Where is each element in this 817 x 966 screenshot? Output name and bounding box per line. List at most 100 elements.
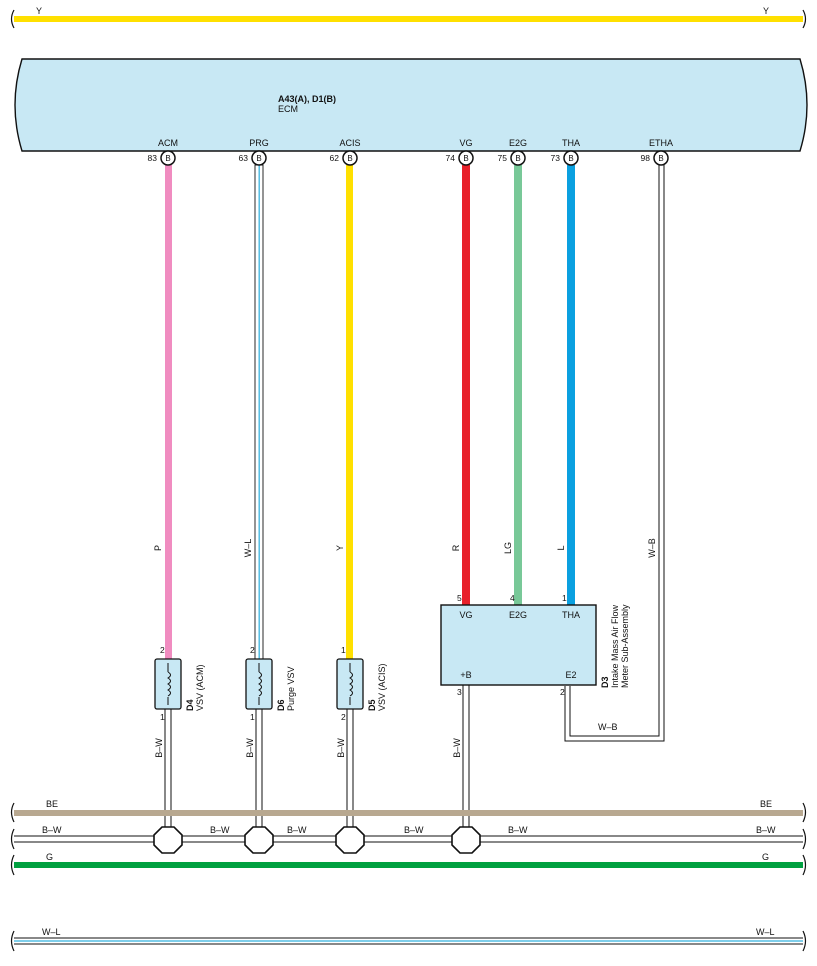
ground-drop-label: B–W [452,738,462,758]
maf-pin-vg: 5 [457,593,462,603]
maf-name-line1: Intake Mass Air Flow [610,604,620,688]
wire-label-r: R [451,544,461,551]
wire-label-w-l: W–L [243,539,253,558]
vsv-purge-code: D6 [276,699,286,711]
vsv-purge-pin-top: 2 [250,645,255,655]
ground-drops: B–W B–W B–W B–W [154,685,470,830]
maf-terminal-tha: THA [562,610,580,620]
wire-lg [514,165,522,605]
ecm-pin-73: B 73 [551,150,579,166]
ecm-terminal-vg: VG [459,138,472,148]
ecm-terminal-acis: ACIS [339,138,360,148]
maf-pin-e2g: 4 [510,593,515,603]
splice-point [335,826,365,854]
wire-label-lg: LG [503,542,513,554]
wire-labels: P W–L Y R LG L W–B [153,538,657,558]
ecm-code: A43(A), D1(B) [278,94,336,104]
wire-y [346,165,353,660]
ecm-pin-63: B 63 [239,150,267,166]
bus-b-w-line [14,835,803,843]
bus-b-w-label-right: B–W [756,825,776,835]
vsv-acis-pin-bottom: 2 [341,712,346,722]
coil-icon [258,671,262,697]
wire-l [567,165,575,605]
vsv-acm-name: VSV (ACM) [195,664,205,711]
ecm-pin-62: B 62 [330,150,358,166]
ecm-terminal-tha: THA [562,138,580,148]
wire-w-b [564,165,665,742]
ecm-terminal-prg: PRG [249,138,269,148]
maf-terminal-e2: E2 [565,670,576,680]
ground-drop-label: B–W [154,738,164,758]
bus-b-w-segment-label: B–W [210,825,230,835]
maf-terminal-e2g: E2G [509,610,527,620]
ecm-connectors: B 83 B 63 B 62 B 74 B 75 B 73 [148,150,669,166]
ecm-terminal-e2g: E2G [509,138,527,148]
ecm-terminal-names: ACM PRG ACIS VG E2G THA ETHA [158,138,673,148]
bus-g-line [14,862,803,868]
bus-be-label-right: BE [760,799,772,809]
maf-code: D3 [600,676,610,688]
signal-wires [165,164,665,742]
bus-w-l-line [14,940,803,942]
vsv-acm-pin-top: 2 [160,645,165,655]
bus-g-label-right: G [762,852,769,862]
splice-point [153,826,183,854]
connector-letter: B [256,154,261,163]
maf-pin-tha: 1 [562,593,567,603]
ecm-pin-74: B 74 [446,150,474,166]
pin-number: 62 [330,153,340,163]
bus-be-label-left: BE [46,799,58,809]
coil-icon [349,671,353,697]
vsv-purge-pin-bottom: 1 [250,712,255,722]
ecm-terminal-etha: ETHA [649,138,673,148]
bus-b-w: B–W B–W B–W B–W B–W B–W [10,825,807,850]
bus-g-label-left: G [46,852,53,862]
ecm-name: ECM [278,104,298,114]
bus-g: G G [10,852,807,876]
pin-number: 63 [239,153,249,163]
ecm-pin-75: B 75 [498,150,526,166]
connector-letter: B [165,154,170,163]
pin-number: 98 [641,153,651,163]
connector-letter: B [515,154,520,163]
bus-b-w-segment-label: B–W [404,825,424,835]
wire-label-p: P [153,545,163,551]
maf-meter-body [440,604,597,686]
top-y-wire-line [14,16,803,22]
ecm-terminal-acm: ACM [158,138,178,148]
wire-label-l: L [556,545,566,550]
vsv-acis-pin-top: 1 [341,645,346,655]
bus-w-l-label-left: W–L [42,927,61,937]
splice-point [244,826,274,854]
connector-letter: B [658,154,663,163]
splice-junctions [153,826,481,854]
pin-number: 75 [498,153,508,163]
pin-number: 74 [446,153,456,163]
vsv-acm-code: D4 [185,699,195,711]
maf-name-line2: Meter Sub-Assembly [620,604,630,688]
wire-r [462,165,470,605]
ground-drop-label: B–W [336,738,346,758]
ecm-box: A43(A), D1(B) ECM [14,58,808,152]
pin-number: 83 [148,153,158,163]
top-wire-label-right: Y [763,6,769,16]
connector-letter: B [347,154,352,163]
maf-terminal-plus-b: +B [460,670,471,680]
connector-letter: B [463,154,468,163]
e2-link-label: W–B [598,722,618,732]
vsv-acis: 1 2 D5 VSV (ACIS) [336,645,387,722]
maf-pin-plus-b: 3 [457,687,462,697]
vsv-purge: 2 1 D6 Purge VSV [245,645,296,722]
vsv-acis-name: VSV (ACIS) [377,663,387,711]
top-wire-label-left: Y [36,6,42,16]
ecm-pin-98: B 98 [641,150,669,166]
wire-p [165,165,172,660]
maf-pin-e2: 2 [560,687,565,697]
wire-label-w-b: W–B [647,538,657,558]
connector-letter: B [568,154,573,163]
ecm-pin-83: B 83 [148,150,176,166]
bus-b-w-segment-label: B–W [508,825,528,835]
vsv-acm-pin-bottom: 1 [160,712,165,722]
